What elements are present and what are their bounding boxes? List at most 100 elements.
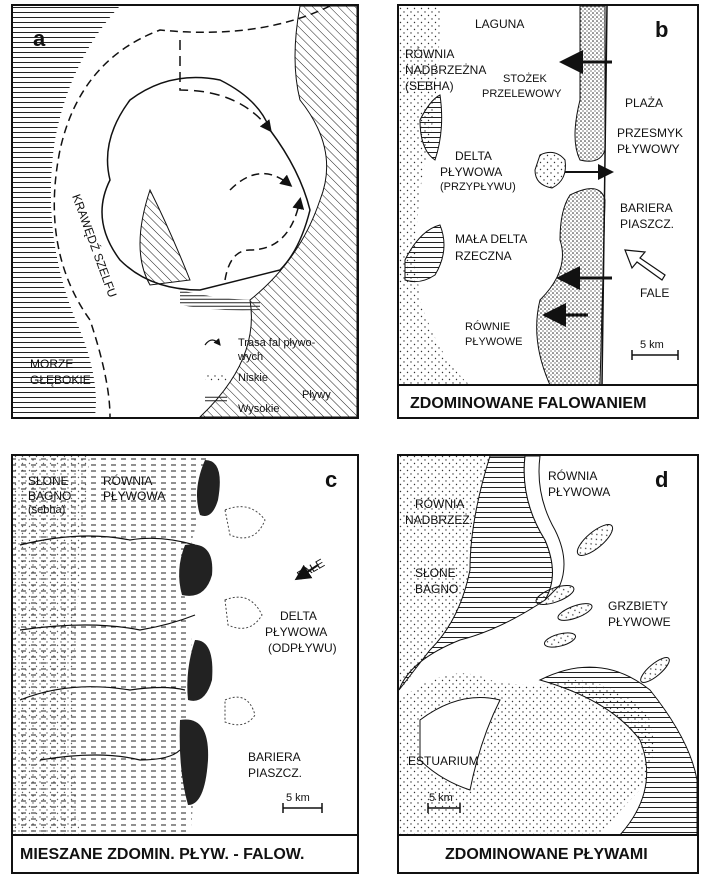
- barrier-north: [574, 5, 606, 162]
- deep-sea-label-1: MORZE: [30, 357, 73, 371]
- panel-a-letter: a: [33, 26, 46, 51]
- beach-label: PLAŻA: [625, 96, 663, 110]
- c-marsh-label-1: SŁONE: [28, 474, 69, 488]
- c-barrier-label-1: BARIERA: [248, 750, 301, 764]
- tidal-channel-4: [39, 749, 181, 761]
- panel-b: b LAGUNA RÓWNIA NADBRZEŻNA (SEBHA) STOŻE…: [397, 4, 699, 419]
- inlet-label-2: PŁYWOWY: [617, 142, 680, 156]
- panel-a: a KRAWĘDŹ SZELFU MORZE GŁĘBOKIE Trasa fa…: [11, 4, 359, 419]
- b-delta-label-3: (PRZYPŁYWU): [440, 181, 516, 193]
- ridges-label-1: GRZBIETY: [608, 599, 668, 613]
- legend-high-label: Wysokie: [238, 403, 279, 415]
- tidal-route-3: [224, 197, 305, 281]
- high-tide-zone: [180, 290, 260, 311]
- c-delta-label-3: (ODPŁYWU): [268, 641, 337, 655]
- estuary-label: ESTUARIUM: [408, 754, 479, 768]
- legend-route-label-2: wych: [237, 351, 263, 363]
- legend-route-label-1: Trasa fal pływo-: [238, 337, 316, 349]
- ocean-area: [605, 6, 697, 385]
- b-delta-label-1: DELTA: [455, 149, 492, 163]
- fan-label-1: STOŻEK: [503, 72, 547, 85]
- d-tidal-plain-label-2: PŁYWOWA: [548, 485, 610, 499]
- inlet-label-1: PRZESMYK: [617, 126, 683, 140]
- lagoon-label: LAGUNA: [475, 17, 524, 31]
- estuary-channel: [419, 697, 501, 791]
- b-barrier-label-1: BARIERA: [620, 201, 673, 215]
- b-coastal-plain-2: NADBRZEŻNA: [405, 63, 486, 77]
- tidal-marsh: [139, 188, 191, 286]
- panel-d-scale-label: 5 km: [429, 792, 453, 804]
- b-coastal-plain-3: (SEBHA): [405, 79, 454, 93]
- tidal-plains-label-2: PŁYWOWE: [465, 336, 522, 348]
- c-delta-label-2: PŁYWOWA: [265, 625, 327, 639]
- tidal-ridge-3: [557, 603, 593, 621]
- deep-sea-area: [13, 6, 120, 417]
- deep-sea-label-2: GŁĘBOKIE: [30, 373, 91, 387]
- panel-b-caption: ZDOMINOWANE FALOWANIEM: [410, 395, 646, 412]
- ridges-label-2: PŁYWOWE: [608, 615, 671, 629]
- b-coastal-plain-1: RÓWNIA: [405, 46, 454, 61]
- c-barrier-1: [196, 460, 220, 516]
- c-wave-arrow: [294, 564, 319, 581]
- c-plain-label-2: PŁYWOWA: [103, 489, 165, 503]
- sebha-zone: [419, 94, 443, 161]
- c-delta-label-1: DELTA: [280, 609, 317, 623]
- c-plain-label-1: RÓWNIA: [103, 473, 152, 488]
- tidal-route-1: [179, 40, 272, 133]
- c-barrier-3: [187, 640, 213, 701]
- panel-c-letter: c: [325, 467, 337, 492]
- d-marsh-label-2: BAGNO: [415, 582, 458, 596]
- panel-c: c SŁONE BAGNO (sebha) RÓWNIA PŁYWOWA FAL…: [11, 454, 359, 874]
- legend-low-label: Niskie: [238, 372, 268, 384]
- b-waves-label: FALE: [640, 286, 669, 300]
- lagoon-area: [416, 6, 560, 385]
- b-barrier-label-2: PIASZCZ.: [620, 217, 674, 231]
- c-ebb-delta-1: [224, 506, 266, 539]
- d-southern-flats: [538, 666, 698, 836]
- shelf-edge-line: [53, 5, 331, 418]
- panel-c-scale-label: 5 km: [286, 792, 310, 804]
- tidal-route-2: [229, 172, 293, 191]
- c-ebb-delta-3: [224, 696, 256, 726]
- c-barrier-4: [179, 719, 209, 805]
- legend-low-swatch: [205, 374, 227, 382]
- salt-marsh-area: [13, 456, 90, 835]
- coastal-plain-area: [399, 6, 470, 385]
- c-ebb-delta-2: [224, 596, 263, 629]
- tidal-channel-2: [19, 614, 196, 631]
- tidal-ridge-5: [640, 657, 670, 683]
- panel-c-caption: MIESZANE ZDOMIN. PŁYW. - FALOW.: [20, 846, 304, 863]
- d-marsh-label-1: SŁONE: [415, 566, 456, 580]
- tidal-ridge-2: [535, 585, 575, 605]
- c-barrier-label-2: PIASZCZ.: [248, 766, 302, 780]
- b-delta-label-2: PŁYWOWA: [440, 165, 502, 179]
- panel-d-letter: d: [655, 467, 668, 492]
- legend-route-icon: [204, 338, 221, 346]
- d-tidal-plain-label-1: RÓWNIA: [548, 468, 597, 483]
- tidal-ridge-4: [543, 632, 577, 648]
- river-delta-label-2: RZECZNA: [455, 249, 512, 263]
- d-coastal-plain-label-1: RÓWNIA: [415, 496, 464, 511]
- c-marsh-label-3: (sebha): [28, 504, 65, 516]
- tidal-channel-3: [19, 686, 186, 701]
- legend-high-swatch: [205, 395, 227, 403]
- panel-d: d RÓWNIA PŁYWOWA RÓWNIA NADBRZEŻ. SŁONE …: [397, 454, 699, 874]
- river-delta-label-1: MAŁA DELTA: [455, 232, 527, 246]
- river-delta: [404, 224, 445, 283]
- panel-b-letter: b: [655, 17, 668, 42]
- coastline-land: [198, 5, 358, 418]
- wave-arrow-icon: [624, 249, 666, 281]
- d-coastal-plain: [399, 456, 490, 690]
- tidal-plains-label-1: RÓWNIE: [465, 320, 510, 333]
- c-barrier-2: [179, 544, 213, 596]
- c-marsh-label-2: BAGNO: [28, 489, 71, 503]
- shoreline: [601, 5, 608, 386]
- d-coastal-plain-label-2: NADBRZEŻ.: [405, 513, 473, 527]
- flood-delta: [534, 151, 566, 189]
- tidal-channel-1: [19, 535, 196, 546]
- panel-b-scale-label: 5 km: [640, 339, 664, 351]
- tidal-ridge-1: [576, 524, 614, 556]
- legend-tides-label: Pływy: [302, 389, 331, 401]
